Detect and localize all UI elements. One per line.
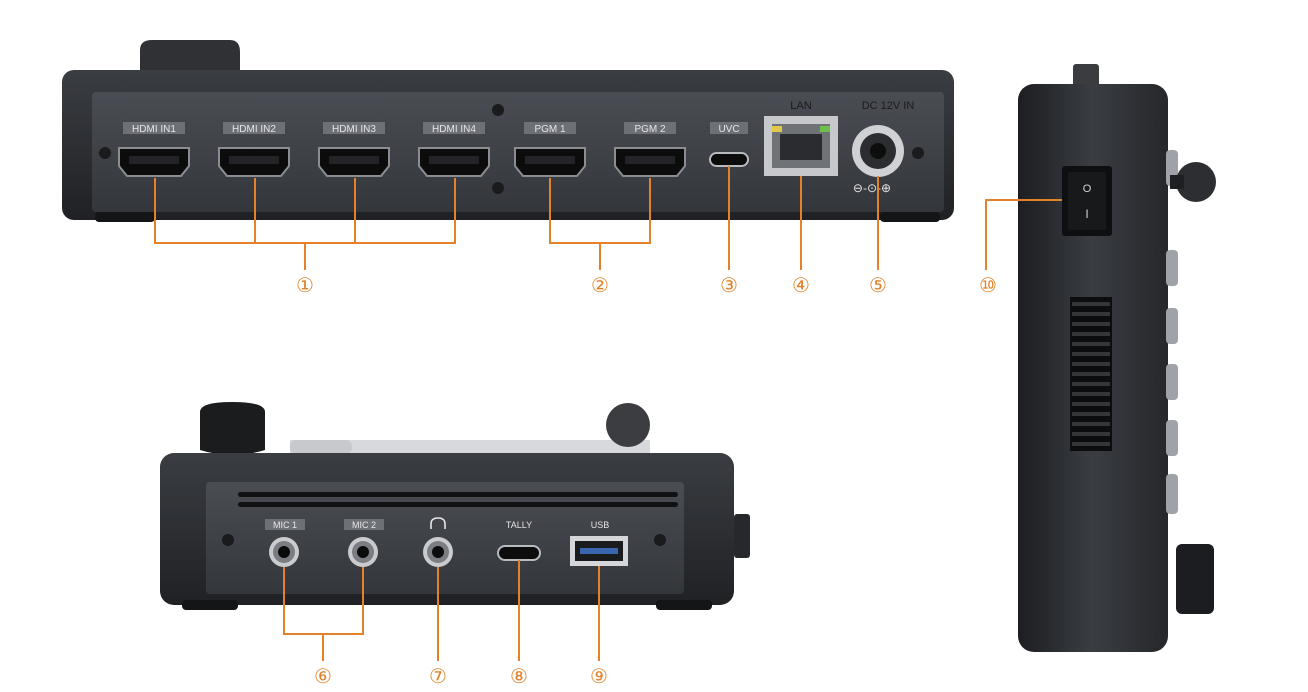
hdmi-in-2-port[interactable] bbox=[218, 147, 290, 177]
pgm-2-port[interactable] bbox=[614, 147, 686, 177]
svg-text:PGM 2: PGM 2 bbox=[634, 124, 666, 135]
rear-panel: HDMI IN1 HDMI IN2 HDMI IN3 HDMI IN4 PGM … bbox=[62, 40, 954, 297]
pgm-label-1: PGM 1 bbox=[524, 122, 576, 135]
screw-icon bbox=[654, 534, 666, 546]
mic-1-label: MIC 1 bbox=[265, 519, 305, 530]
callout-3: ③ bbox=[720, 273, 738, 297]
dc-label: DC 12V IN bbox=[862, 100, 915, 112]
svg-text:PGM 1: PGM 1 bbox=[534, 124, 566, 135]
side-rotary-knob bbox=[1176, 544, 1214, 614]
svg-text:HDMI IN4: HDMI IN4 bbox=[432, 124, 476, 135]
tally-label: TALLY bbox=[506, 520, 532, 530]
callout-9: ⑨ bbox=[590, 664, 608, 688]
mic-2-jack[interactable] bbox=[348, 537, 378, 567]
hdmi-in-3-port[interactable] bbox=[318, 147, 390, 177]
side-knob-icon bbox=[1176, 162, 1216, 202]
tbar-handle bbox=[140, 40, 240, 72]
usb-label: USB bbox=[591, 520, 610, 530]
front-panel: MIC 1 MIC 2 TALLY USB ⑥ ⑦ ⑧ ⑨ bbox=[160, 402, 750, 688]
svg-text:MIC 1: MIC 1 bbox=[273, 520, 297, 530]
callout-2: ② bbox=[591, 273, 609, 297]
callout-6: ⑥ bbox=[314, 664, 332, 688]
callout-line-2 bbox=[549, 178, 651, 270]
mic-2-label: MIC 2 bbox=[344, 519, 384, 530]
callout-line-1 bbox=[154, 178, 456, 270]
callout-line-10 bbox=[985, 199, 1062, 270]
screw-icon bbox=[99, 147, 111, 159]
callout-10: ⑩ bbox=[979, 273, 997, 297]
dc-power-port[interactable] bbox=[852, 125, 904, 177]
lan-label: LAN bbox=[790, 100, 811, 112]
dc-polarity: ⊖-⊙-⊕ bbox=[853, 181, 891, 195]
hdmi-label-1: HDMI IN1 bbox=[123, 122, 185, 135]
uvc-label: UVC bbox=[710, 122, 748, 135]
usb-a-port[interactable] bbox=[570, 536, 628, 566]
headphone-icon bbox=[430, 517, 446, 529]
callout-7: ⑦ bbox=[429, 664, 447, 688]
front-vent bbox=[238, 492, 678, 507]
svg-text:HDMI IN2: HDMI IN2 bbox=[232, 124, 276, 135]
side-panel: O I ⑩ bbox=[979, 64, 1216, 652]
rotary-knob[interactable] bbox=[200, 402, 265, 455]
switch-on-mark: I bbox=[1085, 207, 1088, 221]
screw-icon bbox=[492, 182, 504, 194]
hdmi-label-3: HDMI IN3 bbox=[323, 122, 385, 135]
switch-off-mark: O bbox=[1083, 183, 1092, 195]
svg-text:UVC: UVC bbox=[718, 124, 739, 135]
callout-4: ④ bbox=[792, 273, 810, 297]
screw-icon bbox=[222, 534, 234, 546]
lan-port[interactable] bbox=[764, 116, 838, 176]
front-plate bbox=[206, 482, 684, 594]
headphone-jack[interactable] bbox=[423, 537, 453, 567]
pgm-label-2: PGM 2 bbox=[624, 122, 676, 135]
svg-text:HDMI IN1: HDMI IN1 bbox=[132, 124, 176, 135]
power-switch[interactable]: O I bbox=[1062, 166, 1112, 236]
screw-icon bbox=[492, 104, 504, 116]
callout-1: ① bbox=[296, 273, 314, 297]
mic-1-jack[interactable] bbox=[269, 537, 299, 567]
hdmi-in-4-port[interactable] bbox=[418, 147, 490, 177]
hdmi-label-2: HDMI IN2 bbox=[223, 122, 285, 135]
side-vent bbox=[1070, 297, 1112, 451]
svg-text:MIC 2: MIC 2 bbox=[352, 520, 376, 530]
callout-line-6 bbox=[283, 567, 364, 661]
callout-5: ⑤ bbox=[869, 273, 887, 297]
hdmi-label-4: HDMI IN4 bbox=[423, 122, 485, 135]
callout-8: ⑧ bbox=[510, 664, 528, 688]
screw-icon bbox=[912, 147, 924, 159]
uvc-usb-c-port[interactable] bbox=[709, 152, 749, 167]
pgm-1-port[interactable] bbox=[514, 147, 586, 177]
tally-usb-c-port[interactable] bbox=[497, 545, 541, 561]
hdmi-in-1-port[interactable] bbox=[118, 147, 190, 177]
svg-text:HDMI IN3: HDMI IN3 bbox=[332, 124, 376, 135]
volume-knob[interactable] bbox=[606, 403, 650, 447]
